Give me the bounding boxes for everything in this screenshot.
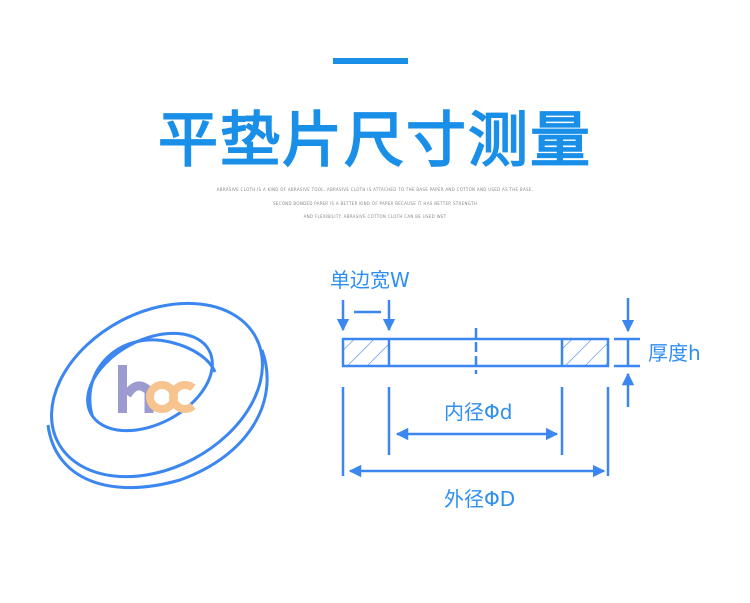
width-label: 单边宽W bbox=[330, 268, 410, 292]
page-title: 平垫片尺寸测量 bbox=[158, 106, 592, 176]
logo bbox=[118, 365, 196, 413]
subtitle-line: SECOND BONDED PAPER IS A BETTER KIND OF … bbox=[272, 201, 478, 206]
cross-section bbox=[336, 298, 640, 478]
inner-diameter-label: 内径Φd bbox=[444, 400, 512, 424]
outer-diameter-label: 外径ΦD bbox=[444, 487, 515, 511]
subtitle-line: ABRASIVE CLOTH IS A KIND OF ABRASIVE TOO… bbox=[216, 187, 534, 192]
thickness-label: 厚度h bbox=[648, 341, 701, 365]
washer-illustration bbox=[46, 301, 269, 489]
subtitle-line: AND FLEXIBILITY. ABRASIVE COTTON CLOTH C… bbox=[303, 214, 447, 219]
title-accent-bar bbox=[333, 58, 408, 64]
